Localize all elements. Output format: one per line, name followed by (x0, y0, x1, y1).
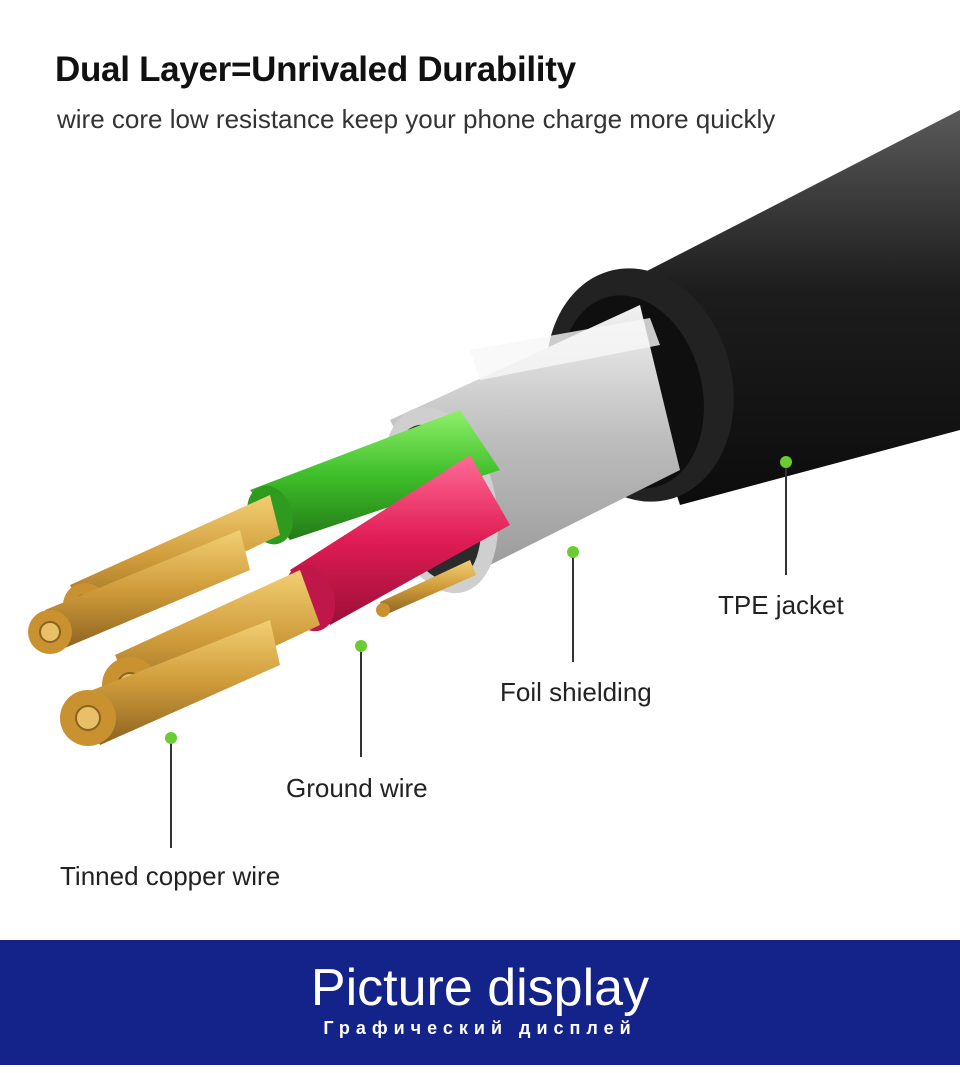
label-tinned-copper-wire: Tinned copper wire (60, 861, 281, 891)
callout-tinned-copper-wire (165, 732, 177, 848)
label-tpe-jacket: TPE jacket (718, 590, 844, 620)
rear-copper-strand (28, 530, 250, 654)
cable-cross-section-illustration (28, 110, 960, 848)
page-title: Dual Layer=Unrivaled Durability (55, 50, 576, 89)
banner-title: Picture display (310, 959, 650, 1017)
callout-tpe-jacket (780, 456, 792, 575)
banner-subtitle: Графический дисплей (323, 1018, 637, 1038)
page-subtitle: wire core low resistance keep your phone… (57, 104, 776, 134)
label-ground-wire: Ground wire (286, 773, 428, 803)
picture-display-banner (0, 940, 960, 1065)
callout-ground-wire (355, 640, 367, 757)
drain-wire (376, 560, 476, 617)
callout-foil-shielding (567, 546, 579, 662)
front-copper-strand (60, 620, 280, 746)
label-foil-shielding: Foil shielding (500, 677, 652, 707)
